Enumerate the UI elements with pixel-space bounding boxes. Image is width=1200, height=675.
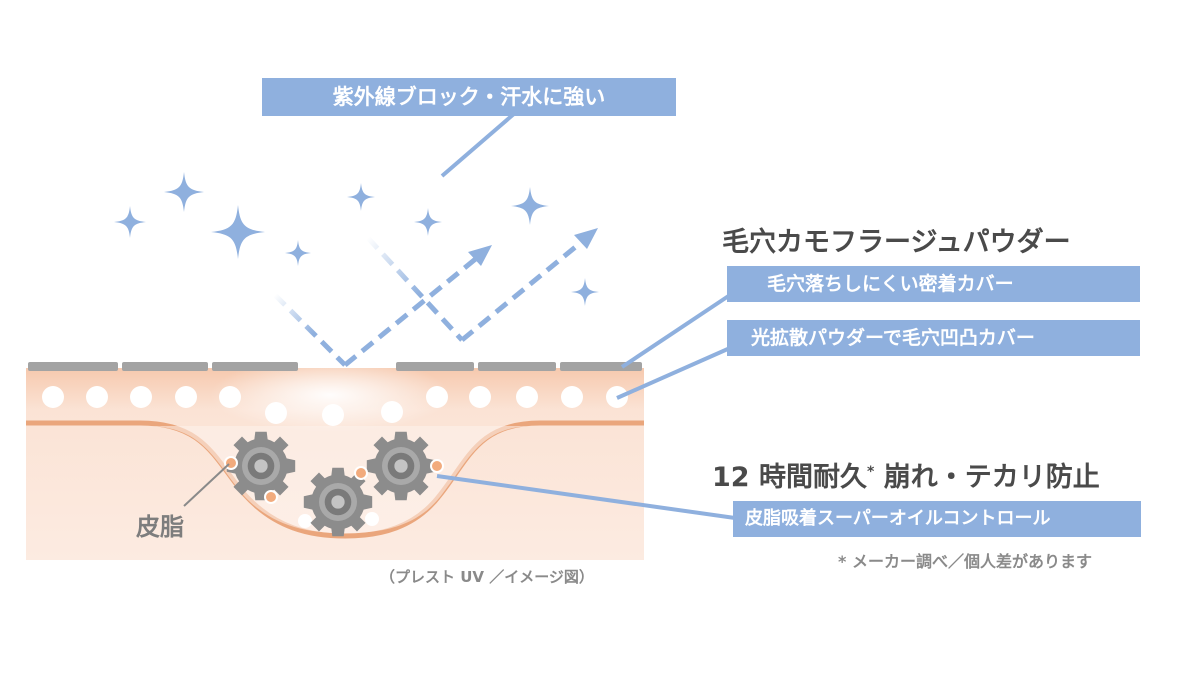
wear-claim-rest: 崩れ・テカリ防止 xyxy=(874,462,1100,493)
sparkle-icon xyxy=(114,206,146,238)
powder-particle-icon xyxy=(130,386,152,408)
powder-particle-icon xyxy=(469,386,491,408)
wear-claim-heading: 12 時間耐久* 崩れ・テカリ防止 xyxy=(712,455,1100,494)
powder-particle-icon xyxy=(516,386,538,408)
oil-droplet-icon xyxy=(264,490,278,504)
arrow-icon xyxy=(468,245,492,266)
wear-claim-footnote-mark: * xyxy=(866,464,875,480)
light-ray-reflected xyxy=(460,238,586,342)
powder-particle-icon xyxy=(322,404,344,426)
powder-particle-icon xyxy=(175,386,197,408)
powder-particles xyxy=(42,386,628,528)
sebum-label: 皮脂 xyxy=(136,513,184,541)
sparkle-icon xyxy=(164,172,204,212)
arrow-icon xyxy=(574,228,598,249)
sparkle-icon xyxy=(414,208,442,236)
wear-claim-main: 12 時間耐久 xyxy=(712,462,867,493)
gear-icon xyxy=(366,431,436,501)
powder-particle-icon xyxy=(42,386,64,408)
light-diffusion-label: 光拡散パウダーで毛穴凹凸カバー xyxy=(727,320,1140,356)
sparkle-icon xyxy=(347,183,375,211)
oil-droplets xyxy=(224,456,444,504)
diagram-caption: （プレスト UV ／イメージ図） xyxy=(380,568,594,586)
uv-block-label: 紫外線ブロック・汗水に強い xyxy=(262,78,676,116)
powder-particle-icon xyxy=(365,512,379,526)
light-ray-reflected xyxy=(343,255,480,367)
adhesion-connector-line xyxy=(620,293,732,369)
light-ray-incoming xyxy=(273,293,347,367)
pore-powder-title: 毛穴カモフラージュパウダー xyxy=(722,227,1071,258)
light-ray-incoming xyxy=(366,236,464,342)
oil-droplet-icon xyxy=(354,466,368,480)
sebum-connector-line xyxy=(436,474,736,520)
footnote: * メーカー調べ／個人差があります xyxy=(838,552,1092,571)
powder-particle-icon xyxy=(265,402,287,424)
powder-particle-icon xyxy=(426,386,448,408)
powder-particle-icon xyxy=(219,386,241,408)
sparkle-icon xyxy=(571,278,599,306)
diffusion-connector-line xyxy=(616,346,731,400)
oil-droplet-icon xyxy=(430,459,444,473)
powder-particle-icon xyxy=(561,386,583,408)
sparkle-icon xyxy=(285,240,311,266)
sparkle-icon xyxy=(211,205,265,259)
pore-adhesion-label: 毛穴落ちしにくい密着カバー xyxy=(727,266,1140,302)
sebum-control-label: 皮脂吸着スーパーオイルコントロール xyxy=(733,501,1141,537)
sparkle-icon xyxy=(511,187,549,225)
sebum-leader-line xyxy=(183,463,230,507)
powder-particle-icon xyxy=(298,514,312,528)
powder-particle-icon xyxy=(86,386,108,408)
powder-film xyxy=(28,362,642,371)
powder-particle-icon xyxy=(381,401,403,423)
uv-connector-line xyxy=(440,111,517,178)
